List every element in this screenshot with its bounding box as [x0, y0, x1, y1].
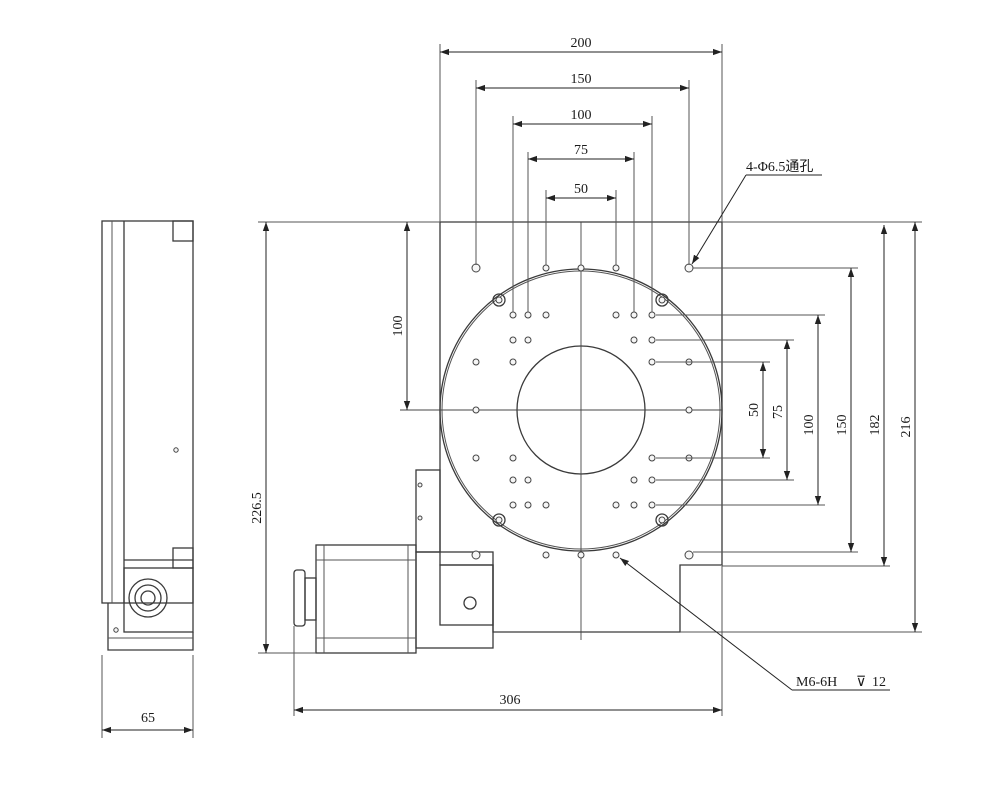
left-dimensions: 226.5 100 — [250, 221, 440, 654]
dimension-100-right: 100 — [802, 415, 817, 436]
right-dimensions: 216 182 150 100 75 50 — [656, 221, 922, 633]
tapped-holes — [472, 264, 693, 559]
dimension-200: 200 — [571, 36, 592, 51]
dimension-306: 306 — [500, 693, 521, 708]
depth-symbol: ⊽ — [856, 675, 866, 690]
dimension-100-left: 100 — [391, 316, 406, 337]
top-dimensions: 200 150 100 75 50 — [439, 36, 723, 312]
through-hole-label: 4-Φ6.5通孔 — [746, 159, 813, 175]
thread-spec-label: M6-6H — [796, 675, 837, 690]
dimension-50: 50 — [574, 182, 588, 197]
dimension-65: 65 — [141, 711, 155, 726]
side-view: 65 — [101, 220, 194, 738]
front-view — [293, 221, 723, 654]
dimension-216: 216 — [899, 417, 914, 438]
dimension-226-5: 226.5 — [250, 492, 265, 524]
dimension-100: 100 — [571, 108, 592, 123]
thread-callout: M6-6H ⊽ 12 — [619, 557, 890, 691]
through-hole-callout: 4-Φ6.5通孔 — [691, 159, 822, 265]
thread-depth-label: 12 — [872, 675, 886, 690]
dimension-50-right: 50 — [747, 403, 762, 417]
dimension-182: 182 — [868, 415, 883, 436]
dimension-75: 75 — [574, 143, 588, 158]
dimension-150-right: 150 — [835, 415, 850, 436]
bottom-dimension: 306 — [293, 566, 723, 716]
dimension-150: 150 — [571, 72, 592, 87]
dimension-75-right: 75 — [771, 405, 786, 419]
